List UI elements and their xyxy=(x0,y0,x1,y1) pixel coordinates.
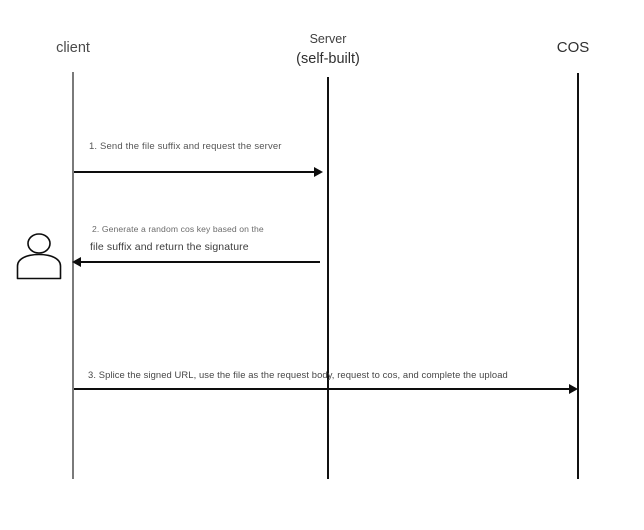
message-label-1: 1. Send the file suffix and request the … xyxy=(89,141,282,152)
lifeline-cos xyxy=(577,73,579,479)
message-arrow-line-3 xyxy=(74,388,570,390)
lifeline-server xyxy=(327,77,329,479)
message-arrow-line-2 xyxy=(80,261,320,263)
lifeline-client xyxy=(72,72,74,479)
participant-label-cos-text: COS xyxy=(556,39,590,56)
participant-label-server-line1: Server xyxy=(309,32,347,46)
participant-label-server-line2: (self-built) xyxy=(296,50,360,67)
arrow-right-icon-3 xyxy=(569,384,578,394)
arrow-left-icon-2 xyxy=(72,257,81,267)
message-arrow-line-1 xyxy=(74,171,315,173)
person-icon xyxy=(14,231,64,281)
participant-label-client: client xyxy=(0,39,146,57)
arrow-right-icon-1 xyxy=(314,167,323,177)
message-label-3: 3. Splice the signed URL, use the file a… xyxy=(88,369,508,380)
participant-label-client-text: client xyxy=(56,40,90,56)
message-label-2-line1: 2. Generate a random cos key based on th… xyxy=(92,224,264,234)
participant-label-server: Server (self-built) xyxy=(253,32,403,68)
participant-label-cos: COS xyxy=(500,39,644,58)
message-label-2-line2: file suffix and return the signature xyxy=(90,241,249,253)
